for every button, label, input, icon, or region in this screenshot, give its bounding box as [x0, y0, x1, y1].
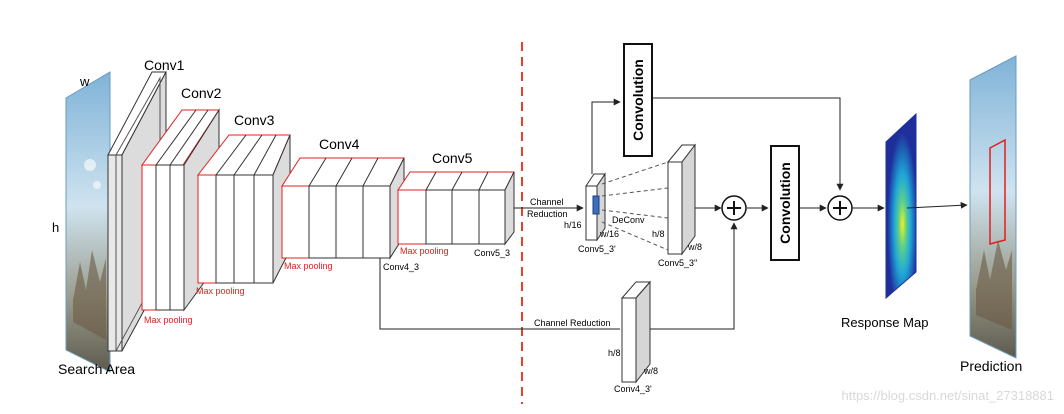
label-w8-top: w/8 — [687, 242, 702, 252]
label-prediction: Prediction — [960, 358, 1022, 374]
label-channel-top-2: Reduction — [527, 209, 568, 219]
search-area-image — [65, 71, 111, 373]
convolution-label-mid: Convolution — [777, 162, 793, 244]
label-conv5-3-prime: Conv5_3' — [578, 244, 616, 254]
convolution-label-top: Convolution — [630, 59, 646, 141]
label-channel-top-1: Channel — [530, 197, 564, 207]
label-deconv: DeConv — [612, 215, 645, 225]
connectors — [379, 97, 968, 330]
conv3-block — [196, 134, 291, 284]
conv5-block — [397, 171, 515, 246]
deconv-rays — [601, 161, 669, 251]
label-search-area: Search Area — [58, 361, 135, 377]
label-w8-bottom: w/8 — [643, 366, 658, 376]
label-conv4-3-prime: Conv4_3' — [614, 384, 652, 394]
prediction-box — [989, 138, 1006, 245]
label-w16: w/16 — [599, 229, 619, 239]
label-conv1: Conv1 — [144, 57, 185, 73]
conv4-3-prime-block — [620, 280, 652, 384]
label-conv3: Conv3 — [234, 112, 275, 128]
label-channel-bottom: Channel Reduction — [534, 318, 611, 328]
label-conv2: Conv2 — [181, 85, 222, 101]
watermark: https://blog.csdn.net/sinat_27318881 — [842, 388, 1055, 403]
label-h: h — [52, 220, 59, 235]
label-h8-bottom: h/8 — [608, 348, 621, 358]
label-h8-top: h/8 — [652, 229, 665, 239]
conv5-3-dprime-block — [666, 143, 697, 256]
add-node-2 — [827, 195, 853, 221]
label-maxpool-1: Max pooling — [144, 315, 193, 325]
label-maxpool-4: Max pooling — [400, 246, 449, 256]
prediction-image — [969, 55, 1017, 359]
label-conv5: Conv5 — [432, 150, 473, 166]
response-map — [885, 112, 917, 300]
convolution-box-top: Convolution — [623, 43, 653, 157]
label-maxpool-2: Max pooling — [196, 286, 245, 296]
label-conv5-3-dprime: Conv5_3'' — [658, 258, 698, 268]
label-conv5-3: Conv5_3 — [474, 248, 510, 258]
conv5-3-prime-block — [585, 172, 606, 242]
convolution-box-mid: Convolution — [770, 145, 800, 261]
label-h16: h/16 — [564, 220, 582, 230]
label-conv4-3: Conv4_3 — [383, 262, 419, 272]
add-node-1 — [721, 195, 747, 221]
conv4-block — [281, 157, 405, 260]
label-response-map: Response Map — [841, 315, 928, 330]
label-conv4: Conv4 — [319, 136, 360, 152]
label-w: w — [79, 74, 90, 89]
label-maxpool-3: Max pooling — [284, 261, 333, 271]
